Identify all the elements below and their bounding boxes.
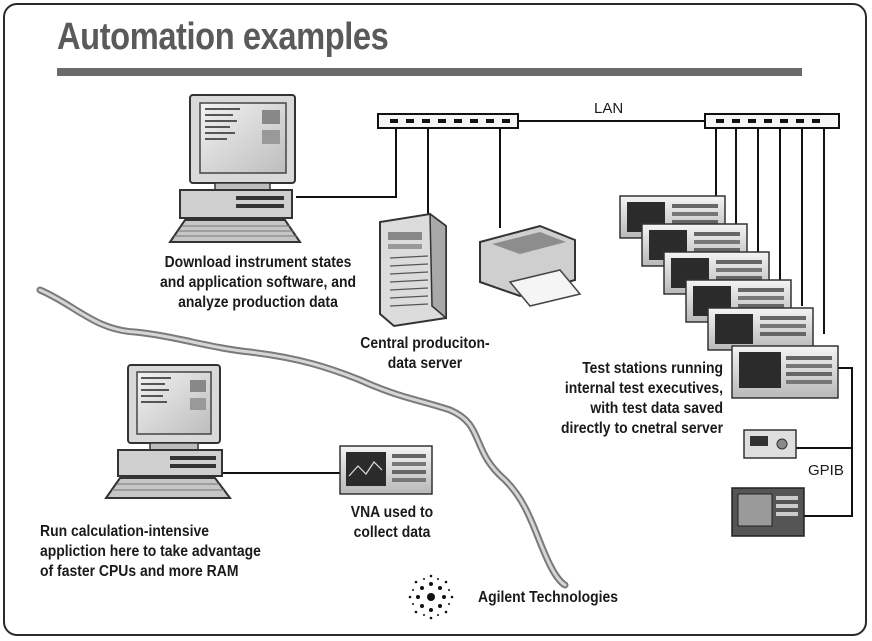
lan-label: LAN	[594, 100, 624, 117]
caption-line: and application software, and	[159, 274, 357, 291]
caption-line: data server	[387, 355, 463, 372]
gpib-bus	[796, 367, 853, 517]
caption-line: with test data saved	[590, 400, 723, 417]
hub-right-cables	[715, 128, 825, 334]
server	[379, 212, 447, 328]
slide-title: Automation examples	[57, 16, 389, 58]
workstation-bottom	[104, 364, 232, 499]
caption-line: Central produciton-	[360, 335, 490, 352]
workstation-top	[168, 94, 302, 243]
caption-line: Download instrument states	[164, 254, 352, 271]
caption-line: Test stations running	[582, 360, 723, 377]
caption-test-stations: Test stations running internal test exec…	[507, 359, 723, 439]
caption-line: collect data	[353, 524, 431, 541]
hub-left-cables	[296, 128, 501, 228]
printer	[479, 224, 582, 307]
agilent-logo-icon	[408, 574, 454, 620]
caption-workstation-bottom: Run calculation-intensive appliction her…	[40, 522, 301, 582]
test-stations	[619, 195, 839, 399]
test-station-instrument	[707, 307, 814, 351]
caption-line: analyze production data	[178, 294, 338, 311]
caption-line: directly to cnetral server	[560, 420, 723, 437]
caption-line: appliction here to take advantage	[40, 543, 261, 560]
caption-line: of faster CPUs and more RAM	[40, 563, 239, 580]
gpib-spectrum-analyzer	[731, 487, 805, 537]
wavy-separator	[36, 286, 569, 589]
caption-line: internal test executives,	[564, 380, 723, 397]
brand-name: Agilent Technologies	[478, 589, 619, 606]
gpib-power-meter	[743, 429, 797, 459]
gpib-label: GPIB	[808, 462, 844, 479]
title-underline	[57, 68, 802, 76]
caption-line: VNA used to	[350, 504, 434, 521]
caption-server: Central produciton- data server	[340, 334, 511, 374]
caption-workstation-top: Download instrument states and applicati…	[123, 253, 393, 313]
vna-instrument	[339, 445, 433, 495]
caption-vna: VNA used to collect data	[338, 503, 446, 543]
caption-line: Run calculation-intensive	[40, 523, 209, 540]
lan-hub-right	[704, 113, 840, 129]
lan-hub-left	[377, 113, 519, 129]
test-station-instrument	[731, 345, 839, 399]
